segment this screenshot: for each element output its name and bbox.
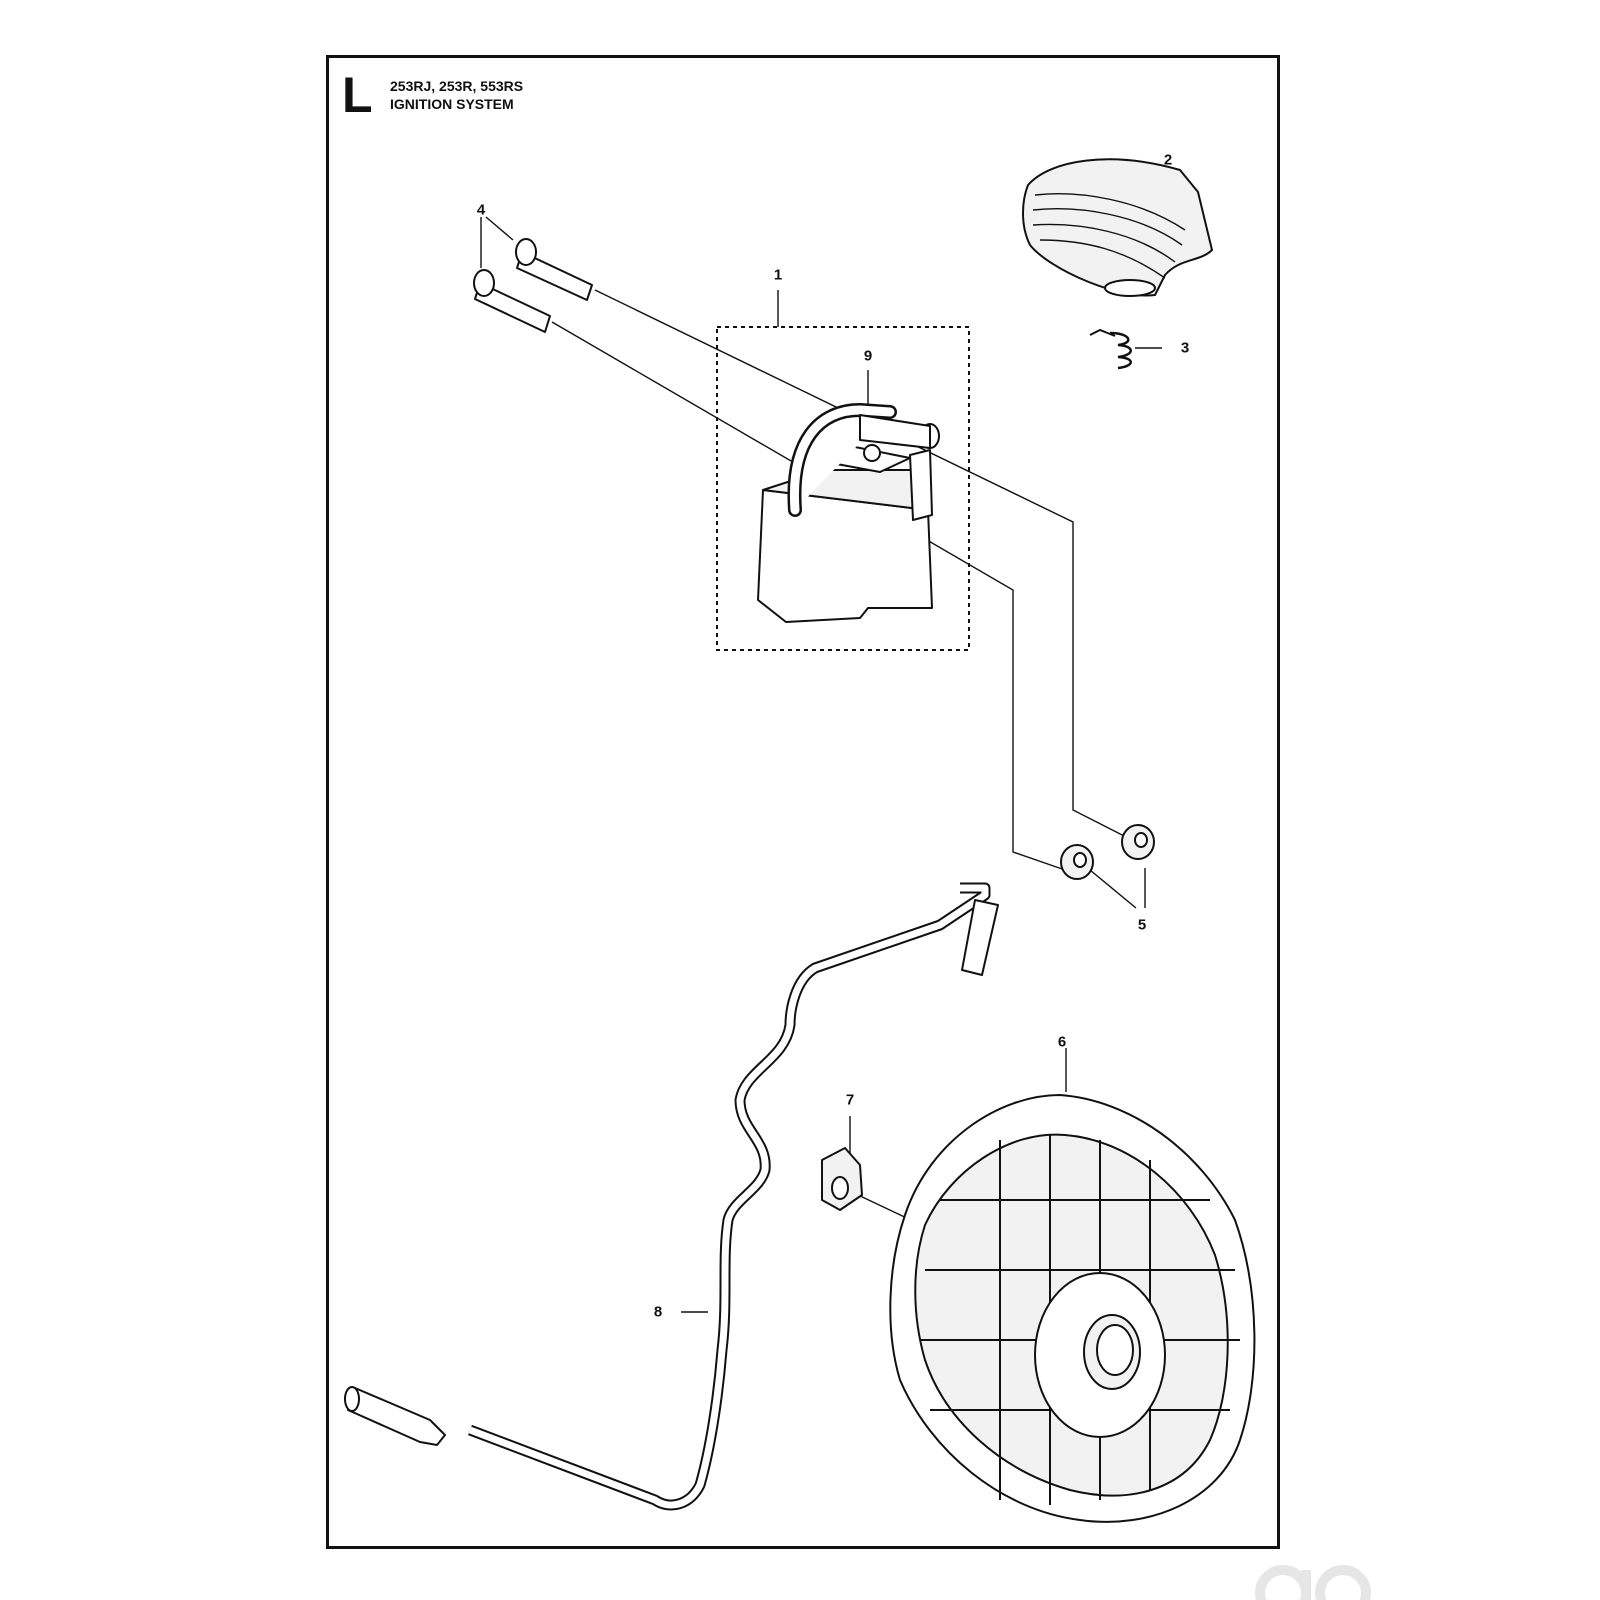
short-circuit-cable — [344, 882, 999, 1511]
callout-6: 6 — [1057, 1033, 1067, 1051]
callout-4: 4 — [476, 201, 486, 219]
model-list: 253RJ, 253R, 553RS — [390, 78, 524, 94]
callout-7: 7 — [845, 1091, 855, 1109]
section-title: IGNITION SYSTEM — [390, 96, 514, 112]
callout-9: 9 — [863, 347, 873, 365]
spacer-left — [1060, 844, 1094, 880]
flywheel-nut — [821, 1147, 863, 1211]
callout-5: 5 — [1137, 916, 1147, 934]
spacer-right — [1121, 824, 1155, 860]
ignition-module — [757, 403, 940, 623]
callout-1: 1 — [773, 266, 783, 284]
diagram-frame — [326, 55, 1280, 1549]
callout-3: 3 — [1180, 339, 1190, 357]
ao-logo-icon — [1255, 1565, 1371, 1600]
ignition-cover — [1022, 158, 1213, 297]
bolt-lower — [473, 269, 551, 333]
bolt-upper — [515, 238, 593, 301]
callout-2: 2 — [1163, 151, 1173, 169]
callout-8: 8 — [653, 1303, 663, 1321]
flywheel — [889, 1094, 1256, 1523]
spring — [1089, 328, 1132, 370]
section-letter: L — [342, 67, 373, 123]
